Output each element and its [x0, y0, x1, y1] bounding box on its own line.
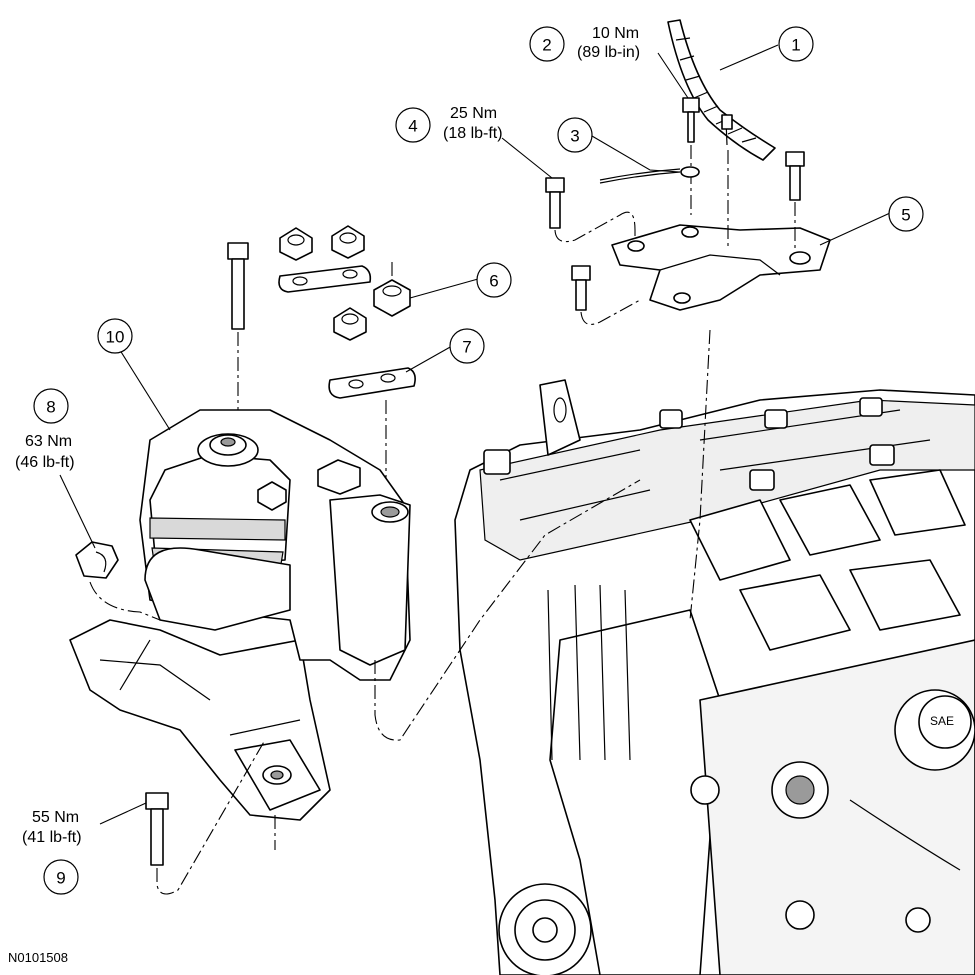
callout-3: 3 — [557, 117, 593, 153]
torque-2-metric: 10 Nm — [592, 25, 639, 42]
callout-9-number: 9 — [56, 869, 65, 888]
bracket-item-5 — [571, 150, 831, 621]
callout-1-number: 1 — [791, 36, 800, 55]
torque-specs: 10 Nm (89 lb-in) 25 Nm (18 lb-ft) 63 Nm … — [15, 25, 640, 846]
callout-7: 7 — [449, 328, 485, 364]
callout-8-number: 8 — [46, 398, 55, 417]
callout-10-number: 10 — [106, 328, 125, 347]
callout-2-number: 2 — [542, 36, 551, 55]
leader-lines — [59, 44, 891, 825]
callout-7-number: 7 — [462, 338, 471, 357]
callout-6: 6 — [476, 262, 512, 298]
nut — [279, 227, 313, 261]
ground-strap — [599, 166, 700, 184]
nuts-and-plates — [278, 225, 416, 505]
callout-2: 2 — [529, 26, 565, 62]
torque-2-imperial: (89 lb-in) — [577, 44, 640, 61]
callout-5: 5 — [888, 196, 924, 232]
torque-4-metric: 25 Nm — [450, 105, 497, 122]
engine-assembly: SAE — [454, 379, 975, 975]
figure-id: N0101508 — [8, 950, 68, 965]
wiring-harness — [667, 19, 776, 161]
bolt-item-2 — [682, 97, 700, 215]
torque-4-imperial: (18 lb-ft) — [443, 125, 503, 142]
torque-8-imperial: (46 lb-ft) — [15, 454, 75, 471]
nut — [331, 225, 365, 259]
callout-4-number: 4 — [408, 117, 417, 136]
plate-item-7 — [328, 367, 416, 399]
callout-10: 10 — [97, 318, 133, 354]
engine-mount-item-10 — [69, 242, 641, 821]
bolt-item-4 — [545, 177, 636, 245]
torque-8-metric: 63 Nm — [25, 433, 72, 450]
callout-9: 9 — [43, 859, 79, 895]
callout-1: 1 — [778, 26, 814, 62]
callouts: 1 2 3 4 5 6 7 8 — [33, 26, 924, 895]
callout-6-number: 6 — [489, 272, 498, 291]
callout-3-number: 3 — [570, 127, 579, 146]
torque-9-metric: 55 Nm — [32, 809, 79, 826]
torque-9-imperial: (41 lb-ft) — [22, 829, 82, 846]
callout-8: 8 — [33, 388, 69, 424]
engine-label-fragment: SAE — [930, 714, 954, 728]
nut-item-6 — [373, 279, 411, 317]
bolt-item-9 — [145, 739, 276, 895]
callout-5-number: 5 — [901, 206, 910, 225]
callout-4: 4 — [395, 107, 431, 143]
nut — [333, 307, 367, 341]
